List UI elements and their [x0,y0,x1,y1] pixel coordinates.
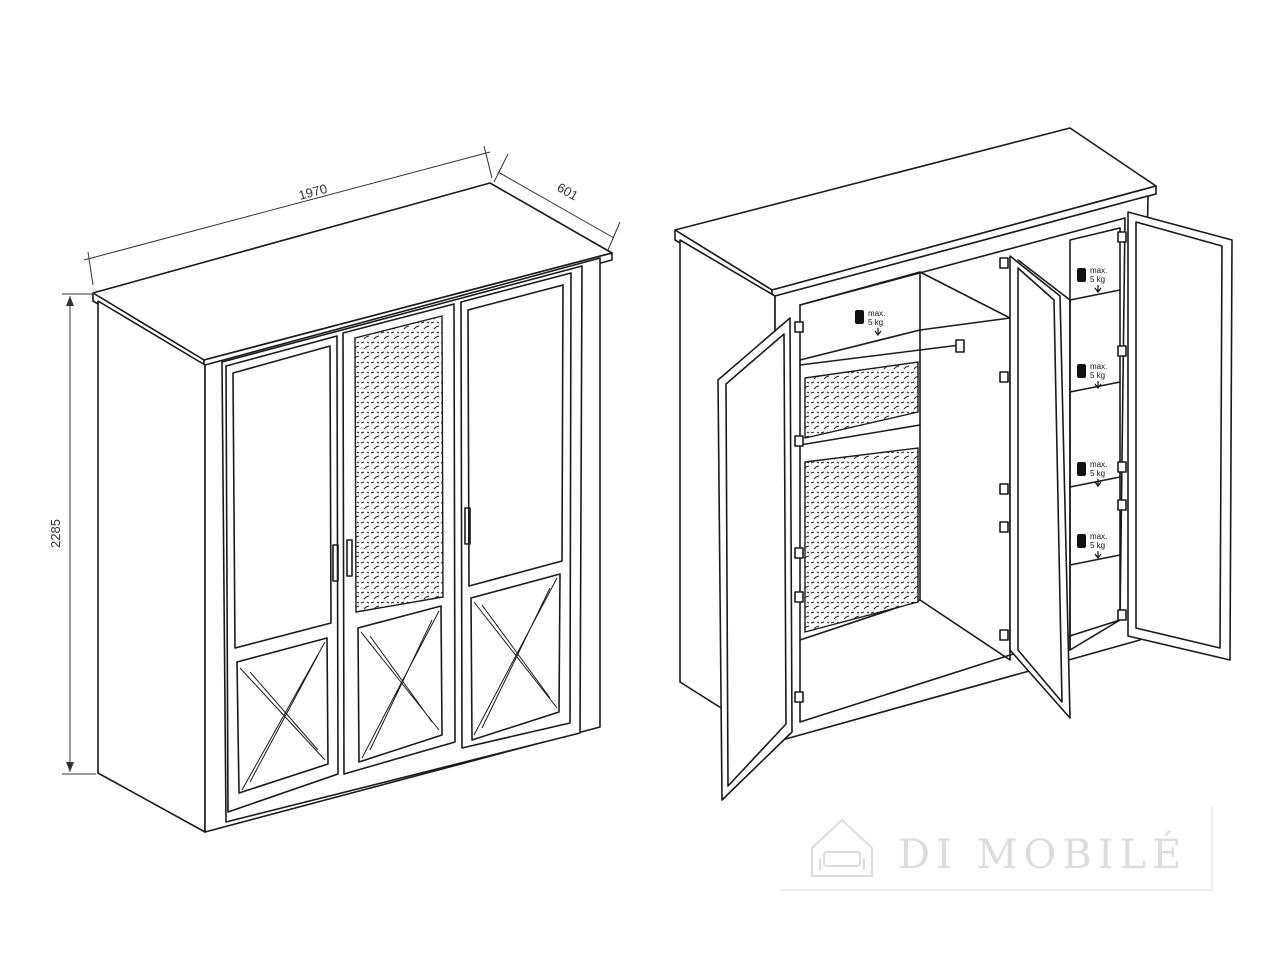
sofa-house-icon [811,818,873,877]
right-door [460,272,572,749]
left-door [225,335,339,813]
height-label: 2285 [48,519,63,548]
watermark: DI MOBILÉ [780,806,1213,891]
weight-icon [1077,462,1086,476]
load-max-text: max. [1090,362,1107,371]
load-max-text: max. [868,309,885,318]
down-arrow-icon [1094,551,1102,559]
load-weight-text: 5 kg [868,318,883,327]
open-door-right [1127,211,1233,661]
down-arrow-icon [1094,381,1102,389]
load-max-text: max. [1090,266,1107,275]
load-label: max. 5 kg [1077,266,1107,293]
weight-icon [1077,534,1086,548]
back-panel-lower [804,447,919,633]
open-door-left [717,317,793,801]
hanging-rod [799,344,961,366]
load-max-text: max. [1090,460,1107,469]
open-wardrobe: max. 5 kg max. 5 kg max. 5 kg max. 5 kg … [674,127,1233,801]
load-label: max. 5 kg [1077,460,1107,487]
load-weight-text: 5 kg [1090,371,1105,380]
load-label: max. 5 kg [1077,532,1107,559]
handle-left [332,544,339,582]
load-max-text: max. [1090,532,1107,541]
handle-middle [346,539,353,577]
wardrobe-side-panel [97,300,206,833]
load-weight-text: 5 kg [1090,469,1105,478]
weight-icon [855,310,864,324]
depth-label: 601 [555,180,581,204]
down-arrow-icon [874,328,882,336]
width-dimension: 1970 [83,145,493,286]
load-weight-text: 5 kg [1090,275,1105,284]
handle-right [464,507,471,545]
down-arrow-icon [1094,285,1102,293]
hinges [794,231,1127,703]
weight-icon [1077,364,1086,378]
back-panel-upper [804,361,919,439]
watermark-text: DI MOBILÉ [898,831,1187,878]
width-label: 1970 [297,181,329,203]
weight-icon [1077,268,1086,282]
load-weight-text: 5 kg [1090,541,1105,550]
load-label: max. 5 kg [1077,362,1107,389]
closed-wardrobe: 1970 601 2285 [48,145,621,833]
load-label: max. 5 kg [855,309,885,336]
middle-door [342,303,456,775]
down-arrow-icon [1094,479,1102,487]
height-dimension: 2285 [48,293,96,775]
